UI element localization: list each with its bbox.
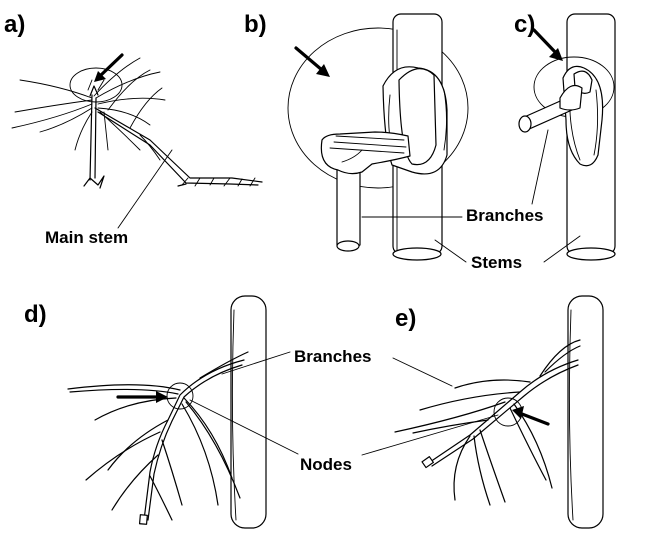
panel-c-arrow: [534, 30, 563, 61]
top-branches-label: Branches: [466, 206, 543, 225]
panel-d-branches: [68, 352, 248, 524]
panel-b: b): [244, 11, 468, 260]
bottom-branches-label: Branches: [294, 347, 371, 366]
panel-e-arrow: [512, 406, 548, 424]
branches-leader-c: [532, 130, 548, 204]
branches-leader-e: [393, 358, 452, 386]
panel-b-label: b): [244, 11, 267, 38]
panel-d: d): [24, 296, 266, 528]
main-stem-label: Main stem: [45, 228, 128, 247]
panel-e-label: e): [395, 305, 416, 332]
panel-e-branches: [395, 340, 580, 505]
panel-a-label: a): [4, 11, 25, 38]
panel-c-label: c): [514, 11, 535, 38]
panel-a-plant-sketch: [12, 58, 262, 188]
panel-a-highlight-circle: [70, 68, 122, 102]
panel-a-leader-line: [118, 150, 172, 228]
panel-d-arrow: [118, 391, 168, 403]
panel-d-stem: [231, 296, 266, 528]
panel-d-label: d): [24, 301, 47, 328]
panel-e: e): [395, 296, 603, 528]
panel-e-stem: [568, 296, 603, 528]
top-stems-label: Stems: [471, 253, 522, 272]
panel-a: a): [4, 11, 262, 247]
bottom-nodes-label: Nodes: [300, 455, 352, 474]
